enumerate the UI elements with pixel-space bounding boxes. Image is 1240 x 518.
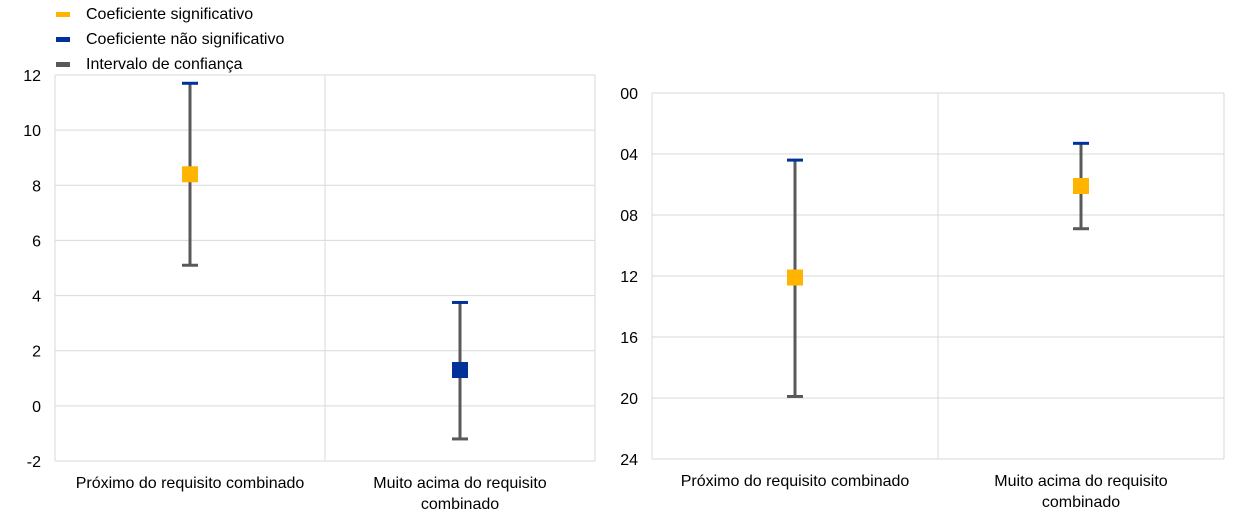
y-tick-label: -0,12 (620, 269, 638, 286)
y-tick-label: -2 (27, 454, 41, 471)
coefficient-point (452, 362, 468, 379)
y-tick-label: -0,24 (620, 452, 638, 469)
y-tick-label: 6 (32, 233, 41, 250)
legend-label-significant: Coeficiente significativo (86, 5, 254, 23)
y-tick-label: 0,00 (620, 86, 638, 103)
y-tick-label: 0 (32, 399, 41, 416)
legend-swatch-significant (56, 12, 70, 17)
y-tick-label: 2 (32, 344, 41, 361)
legend-label-confidence-interval: Intervalo de confiança (86, 55, 243, 73)
coefficient-point (1073, 178, 1089, 195)
x-tick-label: Próximo do requisito combinado (76, 475, 305, 492)
y-tick-label: 4 (32, 289, 41, 306)
y-tick-label: -0,16 (620, 330, 638, 347)
y-tick-label: 12 (23, 68, 41, 85)
legend-swatch-not-significant (56, 37, 70, 42)
y-tick-label: 10 (23, 123, 41, 140)
legend-item-not-significant: Coeficiente não significativo (56, 27, 284, 52)
legend-item-confidence-interval: Intervalo de confiança (56, 52, 284, 77)
y-tick-label: -0,20 (620, 391, 638, 408)
legend: Coeficiente significativo Coeficiente nã… (56, 2, 284, 77)
legend-item-significant: Coeficiente significativo (56, 2, 284, 27)
coefficient-point (787, 269, 803, 286)
y-tick-label: -0,08 (620, 208, 638, 225)
legend-swatch-confidence-interval (56, 62, 70, 67)
y-tick-label: 8 (32, 178, 41, 195)
legend-label-not-significant: Coeficiente não significativo (86, 30, 285, 48)
coefficient-point (182, 166, 198, 183)
y-tick-label: -0,04 (620, 147, 638, 164)
x-tick-label: Próximo do requisito combinado (681, 473, 910, 490)
right-chart: 0,00 -0,04 -0,08 -0,12 -0,16 -0,20 -0,24Próxim… (620, 86, 1225, 511)
